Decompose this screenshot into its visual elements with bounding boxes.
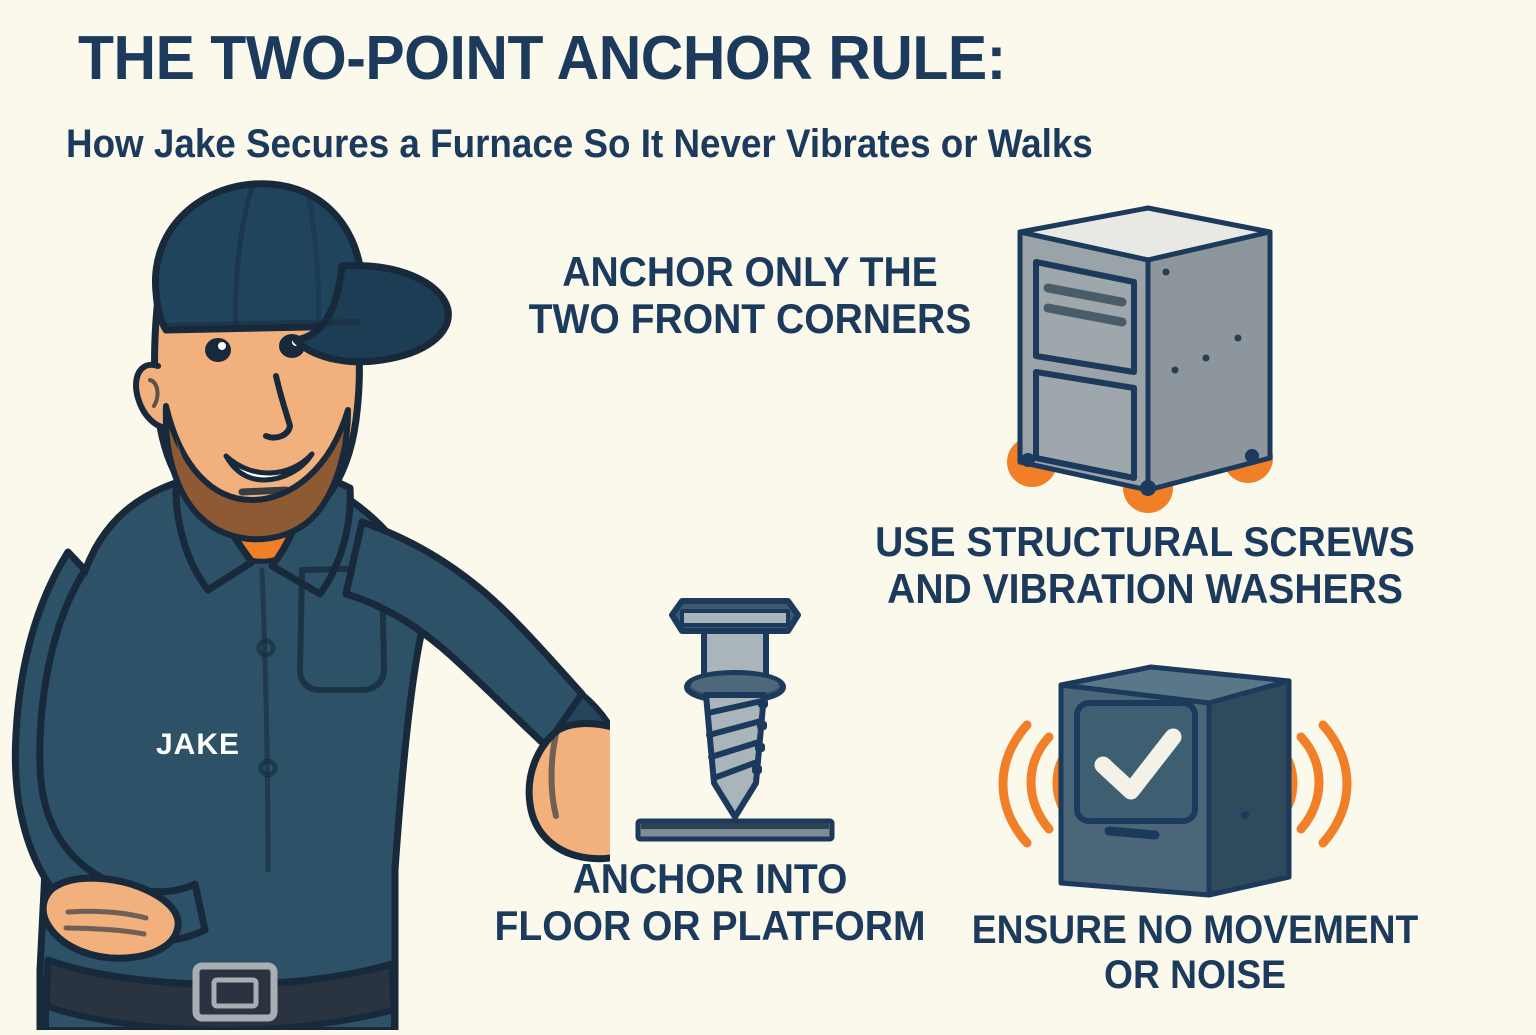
callout-line-2: TWO FRONT CORNERS [528, 295, 972, 343]
callout-line-2: AND VIBRATION WASHERS [887, 565, 1403, 613]
callout-anchor-corners: ANCHOR ONLY THE TWO FRONT CORNERS [518, 248, 983, 342]
callout-line-2: OR NOISE [1104, 952, 1286, 997]
vibration-wave-left [998, 720, 1074, 848]
technician-illustration: JAKE [0, 170, 755, 1035]
callout-no-movement: ENSURE NO MOVEMENT OR NOISE [967, 908, 1423, 998]
page-subtitle: How Jake Secures a Furnace So It Never V… [66, 122, 1093, 166]
page-title: THE TWO-POINT ANCHOR RULE: [78, 24, 1006, 93]
callout-line-1: USE STRUCTURAL SCREWS [875, 518, 1415, 565]
callout-anchor-floor: ANCHOR INTO FLOOR OR PLATFORM [487, 855, 933, 949]
callout-line-1: ANCHOR INTO [572, 855, 848, 902]
callout-line-1: ENSURE NO MOVEMENT [971, 908, 1419, 952]
callout-line-2: FLOOR OR PLATFORM [494, 902, 926, 950]
floor-bar [635, 818, 835, 842]
screw-illustration [630, 585, 840, 845]
no-vibration-illustration [985, 645, 1365, 910]
check-icon [1094, 728, 1182, 800]
name-patch-label: JAKE [156, 728, 240, 761]
handle-detail [1104, 826, 1160, 840]
callout-line-1: ANCHOR ONLY THE [562, 248, 938, 295]
furnace-illustration [990, 190, 1300, 520]
callout-structural-screws: USE STRUCTURAL SCREWS AND VIBRATION WASH… [866, 518, 1424, 612]
screw-dot-group [1162, 268, 1242, 374]
